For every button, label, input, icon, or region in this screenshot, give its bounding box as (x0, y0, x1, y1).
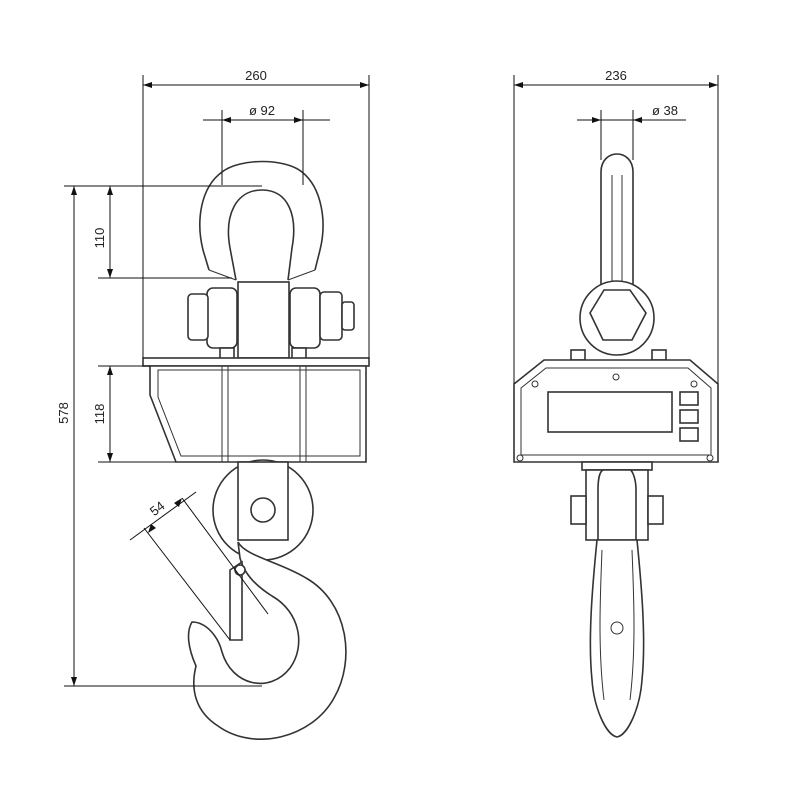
side-hook (589, 539, 645, 738)
front-view (142, 160, 370, 740)
dim-side-shackle-diameter: ø 38 (652, 103, 678, 118)
front-shackle-block (237, 281, 290, 359)
front-body (149, 365, 367, 463)
side-button-2 (679, 409, 699, 424)
front-shackle-bow (199, 160, 324, 271)
side-display-window (547, 391, 673, 433)
dim-front-hook-opening: 54 (147, 498, 168, 519)
dim-front-pin-diameter: ø 92 (249, 103, 275, 118)
side-button-1 (679, 391, 699, 406)
dim-front-overall-height: 578 (56, 402, 71, 424)
dim-side-width: 236 (605, 68, 627, 83)
dim-front-body-height: 118 (92, 404, 107, 425)
front-hook (187, 541, 347, 740)
side-dimensions: 236 ø 38 (513, 68, 719, 384)
front-bolt-right (289, 287, 321, 349)
front-bolt-left (206, 287, 238, 349)
side-shackle (600, 153, 634, 290)
front-body-top-plate (142, 357, 370, 367)
dim-front-width: 260 (245, 68, 267, 83)
front-dimensions: 260 ø 92 578 110 118 54 (56, 68, 370, 687)
front-swivel-pin (250, 497, 276, 523)
front-shackle-bow-inner (227, 189, 295, 281)
side-view (513, 153, 719, 738)
side-shank (597, 469, 637, 541)
side-hex-nut (589, 289, 647, 341)
side-button-3 (679, 427, 699, 442)
dim-front-shackle-height: 110 (92, 228, 107, 249)
